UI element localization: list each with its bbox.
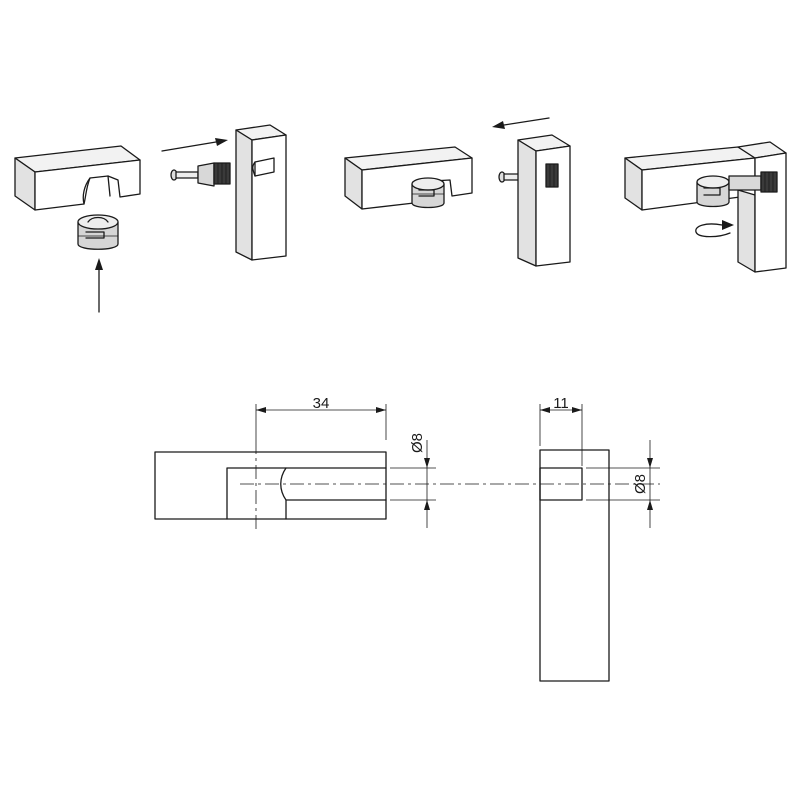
arrow-right-icon: [161, 138, 228, 152]
drawing-vertical-panel: 11 Ø8: [539, 395, 660, 682]
dimension-hole-depth: 34: [255, 395, 387, 440]
vertical-panel-1: [235, 124, 287, 261]
rotate-arrow-icon: [695, 220, 734, 238]
dimension-label-34: 34: [313, 395, 330, 412]
dimension-label-11: 11: [553, 395, 569, 412]
connecting-bolt-3: [728, 171, 778, 193]
connecting-bolt-1: [170, 162, 231, 187]
cam-fitting-2: [411, 177, 445, 209]
cam-hole-outline: [226, 467, 387, 520]
cam-fitting-1: [77, 214, 119, 250]
dimension-bolt-diameter: Ø8: [586, 440, 660, 528]
horizontal-panel-2: [344, 146, 473, 210]
cam-fitting-3: [696, 175, 730, 208]
dimension-label-cam-diameter: Ø8: [409, 433, 426, 453]
dimension-bolt-hole-depth: 11: [539, 395, 583, 466]
dimension-cam-diameter: Ø8: [390, 433, 436, 528]
horizontal-panel-1: [14, 145, 141, 211]
drawing-horizontal-panel: 34 Ø8: [154, 395, 660, 532]
step-1-insert-cam: [14, 145, 141, 313]
bolt-hole-outline: [539, 467, 583, 501]
step-2-insert-bolt: [161, 124, 287, 261]
step-3-position-panel: [344, 117, 571, 267]
arrow-up-icon: [95, 258, 103, 313]
arrow-left-icon: [492, 117, 550, 129]
step-4-assembled: [624, 141, 787, 273]
vertical-panel-2: [517, 134, 571, 267]
dimension-label-bolt-diameter: Ø8: [632, 474, 649, 494]
